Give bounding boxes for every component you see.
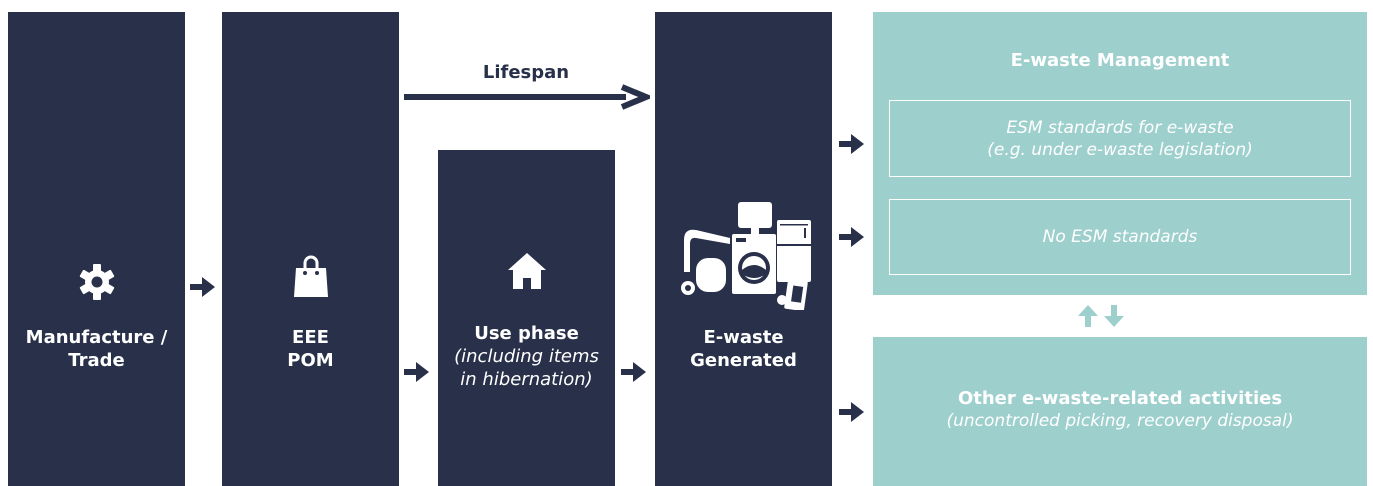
arrow-right-icon bbox=[404, 362, 429, 382]
arrow-right-icon bbox=[621, 362, 646, 382]
no-esm-standards-box: No ESM standards bbox=[889, 199, 1351, 275]
arrow-right-icon bbox=[839, 227, 864, 247]
arrow-up-icon bbox=[1078, 305, 1098, 327]
esm-standards-box: ESM standards for e-waste (e.g. under e-… bbox=[889, 100, 1351, 177]
house-icon bbox=[438, 252, 615, 290]
arrow-right-icon bbox=[839, 402, 864, 422]
other-activities-panel: Other e-waste-related activities (uncont… bbox=[873, 337, 1367, 486]
other-activities-subtitle: (uncontrolled picking, recovery disposal… bbox=[946, 411, 1294, 431]
no-esm-standards-label: No ESM standards bbox=[1042, 227, 1198, 247]
stage-ewaste-generated-line-1: E-waste bbox=[703, 327, 784, 348]
stage-eee-pom-label: EEE POM bbox=[222, 326, 399, 372]
other-activities-text: Other e-waste-related activities (uncont… bbox=[873, 387, 1367, 433]
stage-ewaste-generated: E-waste Generated bbox=[655, 12, 832, 486]
stage-eee-pom: EEE POM bbox=[222, 12, 399, 486]
stage-eee-pom-line-1: EEE bbox=[292, 327, 329, 348]
stage-ewaste-generated-line-2: Generated bbox=[690, 350, 797, 371]
arrow-right-icon bbox=[839, 134, 864, 154]
gear-icon bbox=[8, 262, 185, 302]
ewaste-management-title: E-waste Management bbox=[1010, 50, 1230, 71]
stage-use-phase-subtitle-2: in hibernation) bbox=[460, 369, 593, 390]
shopping-bag-icon bbox=[222, 254, 399, 298]
stage-manufacture-line-2: Trade bbox=[68, 350, 125, 371]
stage-use-phase-title: Use phase bbox=[474, 323, 579, 344]
stage-manufacture-label: Manufacture / Trade bbox=[8, 326, 185, 372]
arrow-down-icon bbox=[1104, 305, 1124, 327]
stage-eee-pom-line-2: POM bbox=[287, 350, 334, 371]
lifespan-label: Lifespan bbox=[482, 62, 570, 83]
lifespan-arrow-icon bbox=[404, 84, 650, 110]
stage-manufacture-line-1: Manufacture / bbox=[25, 327, 168, 348]
esm-standards-line-1: ESM standards for e-waste bbox=[1006, 117, 1234, 138]
stage-use-phase-subtitle-1: (including items bbox=[454, 346, 599, 367]
ewaste-management-panel: E-waste Management ESM standards for e-w… bbox=[873, 12, 1367, 295]
esm-standards-line-2: (e.g. under e-waste legislation) bbox=[987, 139, 1253, 160]
stage-use-phase-label: Use phase (including items in hibernatio… bbox=[438, 322, 615, 391]
arrow-right-icon bbox=[190, 277, 215, 297]
appliances-icon bbox=[655, 200, 832, 310]
other-activities-title: Other e-waste-related activities bbox=[957, 388, 1283, 409]
stage-manufacture: Manufacture / Trade bbox=[8, 12, 185, 486]
stage-use-phase: Use phase (including items in hibernatio… bbox=[438, 150, 615, 486]
stage-ewaste-generated-label: E-waste Generated bbox=[655, 326, 832, 372]
